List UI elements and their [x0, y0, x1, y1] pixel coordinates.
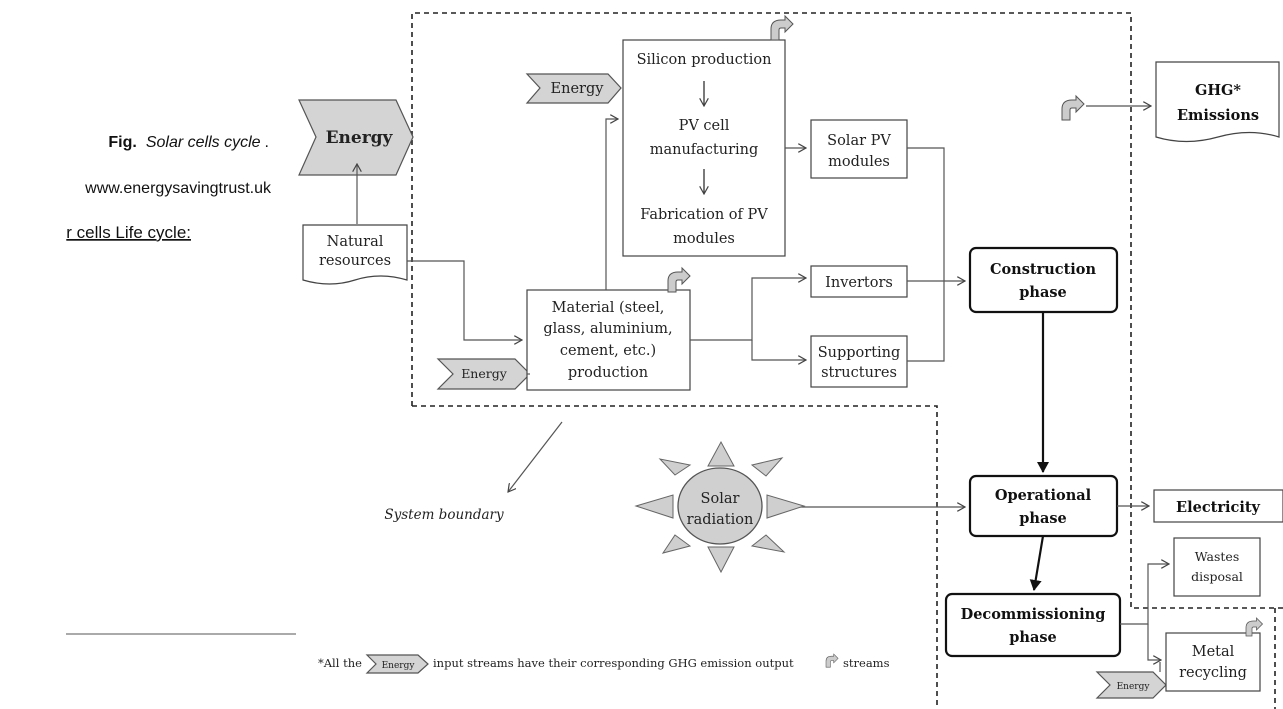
- supporting-connector: [907, 281, 945, 362]
- silicon-production-label: Silicon production: [637, 52, 772, 68]
- material-to-supporting-arrow: [751, 340, 806, 360]
- decommissioning-line1: Decommissioning: [961, 606, 1106, 623]
- source-text: www.energysavingtrust.uk: [84, 180, 272, 197]
- pv-cell-line1: PV cell: [679, 118, 730, 134]
- material-to-silicon-arrow: [605, 119, 618, 290]
- invertors-label: Invertors: [825, 275, 893, 291]
- construction-line2: phase: [1019, 284, 1066, 301]
- energy-material-label: Energy: [461, 366, 508, 381]
- footnote-ghg-marker-icon: [825, 653, 839, 668]
- decommissioning-line2: phase: [1009, 629, 1056, 646]
- supporting-line1: Supporting: [818, 345, 901, 361]
- wastes-disposal-box: Wastes disposal: [1173, 537, 1261, 597]
- system-boundary-label: System boundary: [384, 507, 504, 523]
- sun-icon: Solar radiation: [634, 440, 806, 574]
- solar-pv-line1: Solar PV: [827, 133, 891, 149]
- supporting-line2: structures: [821, 365, 897, 381]
- material-ghg-marker-icon: [667, 266, 691, 293]
- system-boundary-lines: [411, 12, 1283, 709]
- life-cycle-heading: r cells Life cycle:: [66, 223, 191, 242]
- electricity-box: Electricity: [1153, 489, 1283, 523]
- energy-top: Energy: [525, 73, 622, 104]
- pv-modules-connector: [907, 147, 945, 281]
- material-to-invertors-arrow: [690, 278, 806, 341]
- solar-radiation-line2: radiation: [687, 512, 754, 528]
- supporting-structures-box: Supporting structures: [810, 335, 908, 388]
- ghg-source-marker-icon: [1061, 94, 1085, 121]
- material-line1: Material (steel,: [552, 300, 665, 316]
- svg-text:Fig. Solar cells cycle: Fig. Solar cells cycle .: [108, 134, 269, 151]
- footnote-pre: *All the: [318, 656, 362, 670]
- energy-recycle: Energy: [1095, 671, 1167, 699]
- to-wastes-arrow: [1120, 564, 1169, 625]
- ghg-emissions-box: GHG* Emissions: [1155, 61, 1280, 143]
- construction-line1: Construction: [990, 261, 1097, 278]
- system-boundary-outline: [411, 12, 1283, 609]
- fig-label: Fig.: [108, 134, 136, 151]
- operational-line1: Operational: [995, 487, 1092, 504]
- construction-phase-box: Construction phase: [968, 246, 1119, 314]
- metal-line1: Metal: [1192, 644, 1235, 660]
- wastes-line1: Wastes: [1195, 549, 1239, 564]
- natural-resources-line1: Natural: [327, 234, 384, 250]
- ghg-output-markers: [667, 14, 1264, 637]
- material-production-box: Material (steel, glass, aluminium, cemen…: [526, 289, 691, 391]
- solar-pv-line2: modules: [828, 154, 890, 170]
- pv-cell-line2: manufacturing: [650, 142, 759, 158]
- fabrication-line2: modules: [673, 231, 735, 247]
- system-boundary-lower: [412, 405, 938, 709]
- solar-pv-modules-box: Solar PV modules: [810, 119, 908, 179]
- footnote-energy-label: Energy: [382, 661, 416, 671]
- operational-phase-box: Operational phase: [968, 474, 1119, 538]
- energy-top-label: Energy: [551, 81, 605, 97]
- material-line2: glass, aluminium,: [543, 321, 672, 337]
- fig-title-end: .: [265, 134, 269, 151]
- natural-resources-line2: resources: [319, 253, 391, 269]
- fabrication-line1: Fabrication of PV: [640, 207, 768, 223]
- silicon-process-box: Silicon production PV cell manufacturing…: [622, 39, 786, 257]
- metal-line2: recycling: [1179, 665, 1247, 681]
- silicon-ghg-marker-icon: [770, 14, 794, 41]
- system-boundary-pointer: [508, 421, 563, 492]
- invertors-box: Invertors: [810, 265, 908, 298]
- footnote: *All the Energy input streams have their…: [318, 653, 890, 674]
- metal-recycling-box: Metal recycling: [1165, 632, 1261, 692]
- footnote-post: streams: [843, 656, 890, 670]
- operational-to-decommissioning-arrow: [1029, 535, 1045, 591]
- energy-material: Energy: [436, 358, 531, 390]
- ghg-line1: GHG*: [1195, 82, 1241, 99]
- electricity-label: Electricity: [1176, 499, 1260, 516]
- footnote-energy-chevron-icon: [365, 654, 429, 674]
- solar-radiation-line1: Solar: [701, 491, 740, 507]
- natural-resources-box: Natural resources: [302, 224, 408, 285]
- decommissioning-phase-box: Decommissioning phase: [944, 592, 1122, 658]
- operational-line2: phase: [1019, 510, 1066, 527]
- energy-main: Energy: [298, 99, 414, 176]
- material-line3: cement, etc.): [560, 343, 656, 359]
- wastes-line2: disposal: [1191, 569, 1243, 584]
- material-line4: production: [568, 365, 648, 381]
- to-recycling-arrow: [1147, 624, 1161, 660]
- connectors: [357, 106, 1169, 672]
- energy-main-label: Energy: [326, 128, 394, 148]
- figure-caption: Fig. Solar cells cycle . www.energysavin…: [66, 134, 296, 635]
- footnote-middle: input streams have their corresponding G…: [433, 656, 794, 670]
- ghg-line2: Emissions: [1177, 107, 1259, 124]
- natural-to-material-arrow: [407, 260, 522, 340]
- energy-recycle-label: Energy: [1117, 682, 1151, 692]
- fig-title: Solar cells cycle: [146, 134, 261, 151]
- recycling-ghg-marker-icon: [1245, 617, 1264, 637]
